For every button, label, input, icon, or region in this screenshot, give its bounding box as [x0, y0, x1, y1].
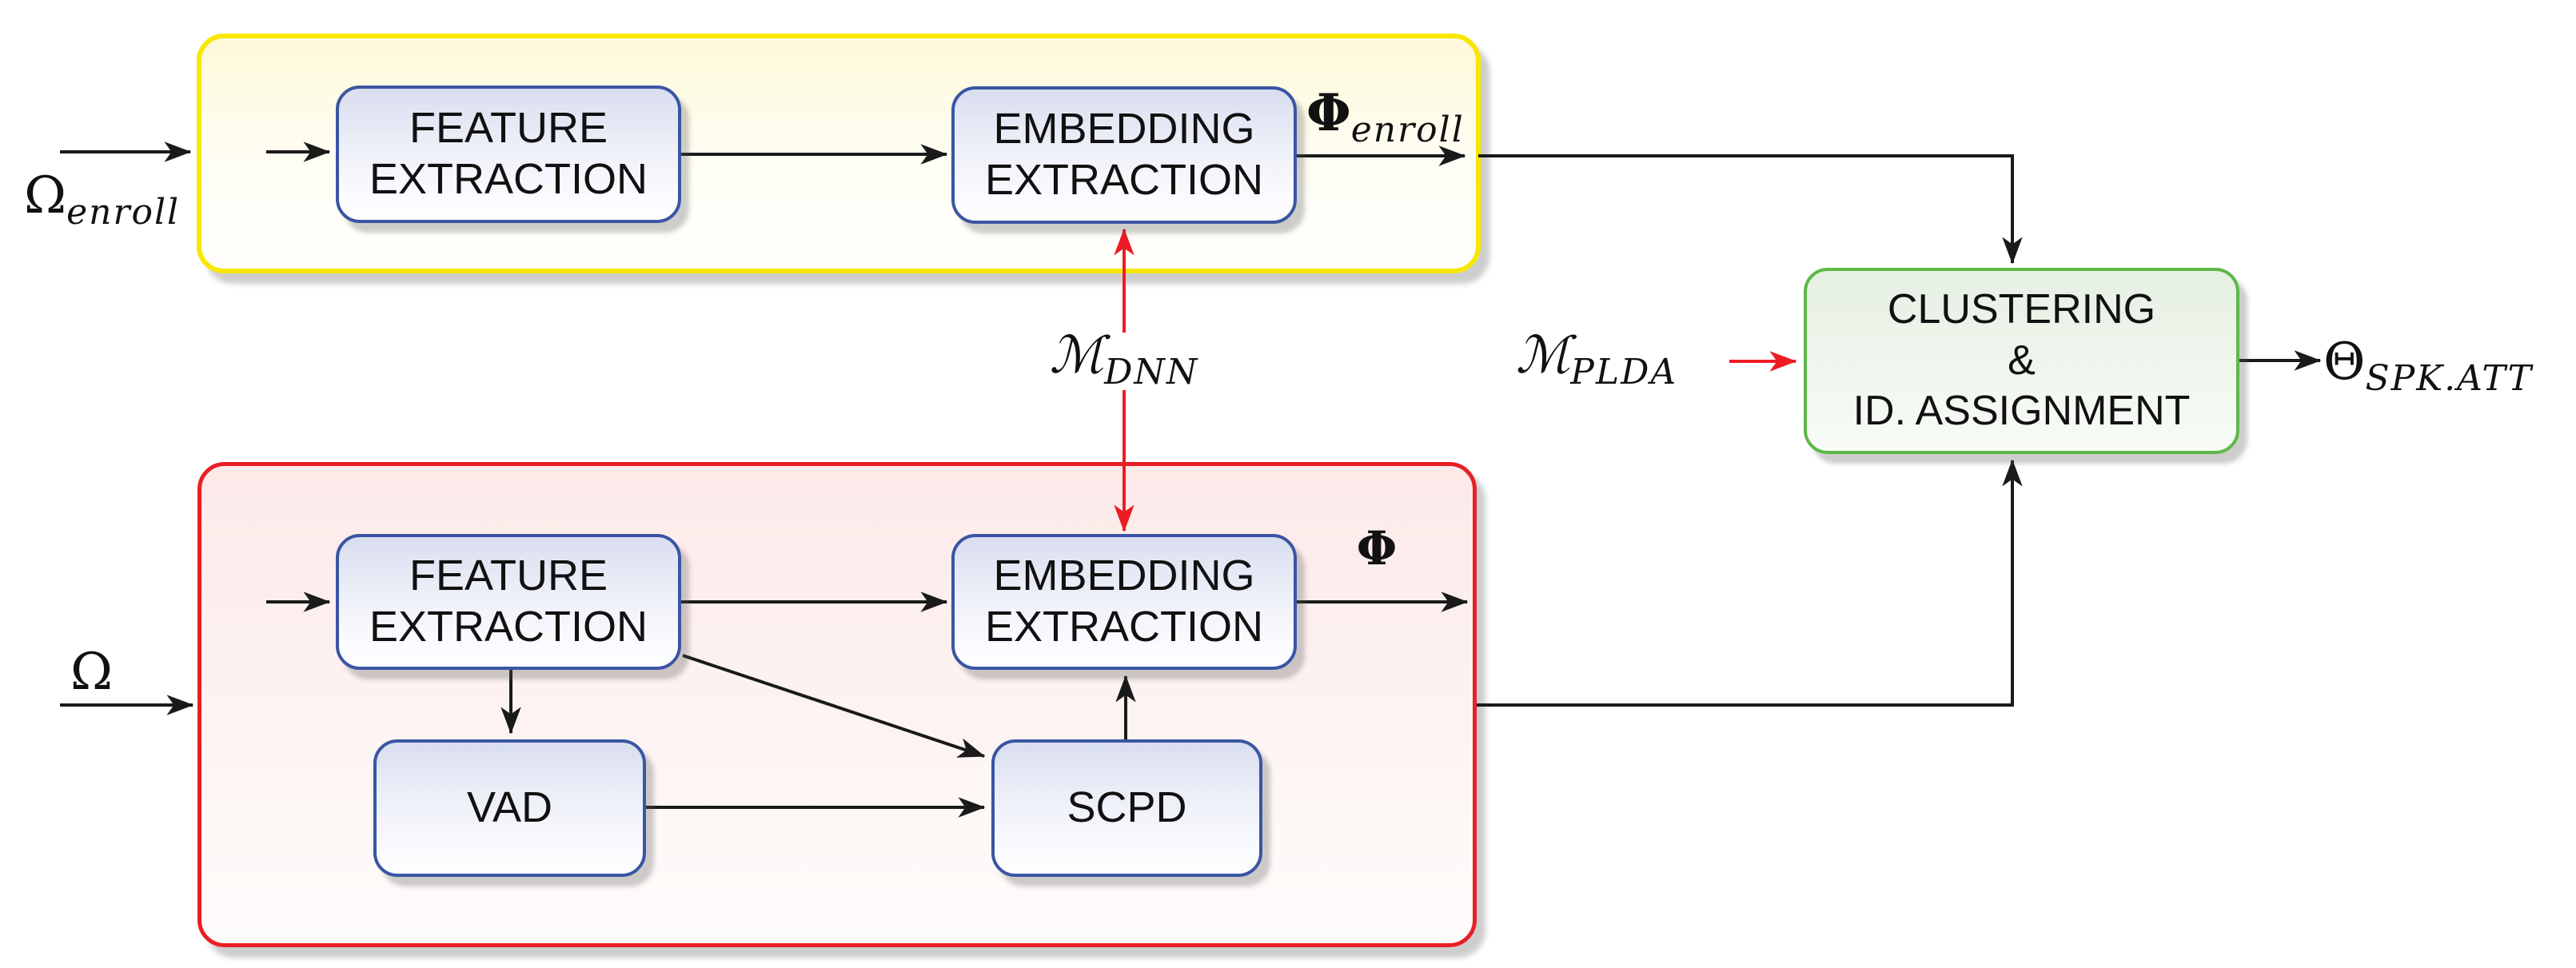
m-plda-label: ℳPLDA — [1516, 326, 1677, 392]
m-dnn-symbol: ℳ — [1049, 326, 1105, 385]
m-dnn-subscript: DNN — [1104, 352, 1199, 393]
box-label-line: EMBEDDING — [993, 105, 1255, 153]
box-label-line: CLUSTERING — [1887, 286, 2156, 333]
theta-spk-att-label: ΘSPK.ATT — [2323, 333, 2533, 399]
line-enroll-to-clustering-top — [1478, 154, 2023, 265]
box-label-line: VAD — [466, 783, 553, 832]
theta-subscript: SPK.ATT — [2365, 358, 2533, 400]
omega-enroll-label: Ωenroll — [24, 166, 180, 233]
box-label-line: FEATURE — [409, 104, 608, 153]
box-label-line: EXTRACTION — [369, 603, 648, 651]
omega-label: Ω — [70, 643, 113, 702]
phi-enroll-label: Φenroll — [1306, 83, 1465, 150]
m-plda-symbol: ℳ — [1515, 326, 1571, 385]
line-test-to-clustering-bottom — [1477, 459, 2023, 707]
phi-symbol: Φ — [1356, 521, 1398, 576]
box-label-line: ID. ASSIGNMENT — [1852, 388, 2191, 435]
phi-enroll-symbol: Φ — [1306, 83, 1351, 143]
clustering-id-assignment-box: CLUSTERING & ID. ASSIGNMENT — [1804, 268, 2239, 454]
top-feature-extraction-box: FEATURE EXTRACTION — [336, 86, 681, 223]
phi-label: Φ — [1357, 521, 1398, 576]
box-label-line: SCPD — [1067, 783, 1187, 832]
box-label-line: EMBEDDING — [993, 552, 1255, 600]
phi-enroll-subscript: enroll — [1350, 110, 1465, 151]
box-label-line: EXTRACTION — [369, 155, 648, 203]
top-embedding-extraction-box: EMBEDDING EXTRACTION — [951, 86, 1297, 224]
omega-enroll-subscript: enroll — [66, 192, 181, 233]
box-label-line: EXTRACTION — [984, 156, 1264, 204]
box-label-line: & — [2008, 337, 2036, 384]
omega-enroll-symbol: Ω — [24, 166, 67, 225]
m-plda-subscript: PLDA — [1570, 352, 1678, 393]
arrow-feature-to-scpd-diagonal — [682, 654, 986, 758]
box-label-line: FEATURE — [409, 552, 608, 600]
m-dnn-label: ℳDNN — [1050, 326, 1199, 392]
bottom-feature-extraction-box: FEATURE EXTRACTION — [336, 534, 681, 670]
omega-symbol: Ω — [70, 643, 114, 702]
vad-box: VAD — [373, 739, 646, 877]
bottom-embedding-extraction-box: EMBEDDING EXTRACTION — [951, 534, 1297, 670]
scpd-box: SCPD — [991, 739, 1262, 877]
theta-symbol: Θ — [2323, 333, 2366, 392]
box-label-line: EXTRACTION — [984, 603, 1264, 651]
